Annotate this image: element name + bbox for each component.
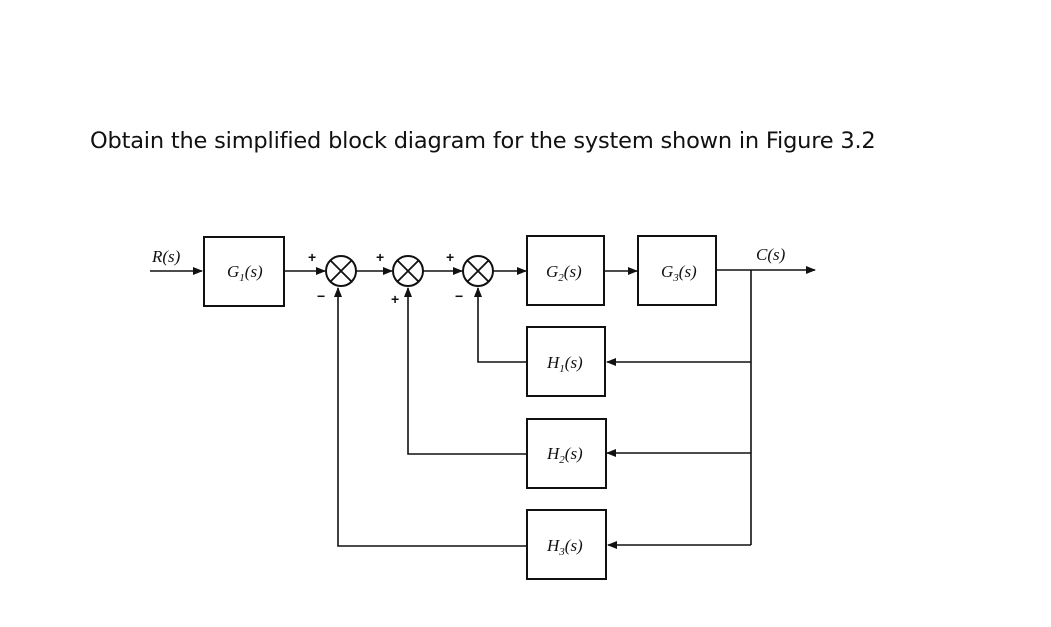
block-g2[interactable]: G2(s) — [526, 235, 605, 306]
feedback-h2 — [404, 287, 527, 455]
svg-text:H3(s): H3(s) — [546, 536, 583, 558]
svg-text:H1(s): H1(s) — [546, 353, 583, 375]
input-label: R(s) — [151, 247, 181, 266]
sum3-bottom-sign: − — [455, 288, 463, 304]
block-h2[interactable]: H2(s) — [526, 418, 607, 489]
sum2-top-sign: + — [376, 249, 384, 265]
summing-junction-3[interactable] — [462, 255, 494, 287]
sum1-top-sign: + — [308, 249, 316, 265]
feedback-h1 — [474, 287, 527, 363]
block-g1[interactable]: G1(s) — [203, 236, 285, 307]
block-h3[interactable]: H3(s) — [526, 509, 607, 580]
svg-text:G1(s): G1(s) — [227, 262, 263, 284]
sum1-bottom-sign: − — [317, 288, 325, 304]
question-text: Obtain the simplified block diagram for … — [90, 128, 876, 154]
feedback-h3 — [334, 287, 527, 547]
summing-junction-2[interactable] — [392, 255, 424, 287]
summing-junction-1[interactable] — [325, 255, 357, 287]
sum3-top-sign: + — [446, 249, 454, 265]
sum2-bottom-sign: + — [391, 291, 399, 307]
svg-text:G3(s): G3(s) — [661, 262, 697, 284]
svg-text:G2(s): G2(s) — [546, 262, 582, 284]
block-g3[interactable]: G3(s) — [637, 235, 717, 306]
block-h1[interactable]: H1(s) — [526, 326, 606, 397]
output-label: C(s) — [756, 245, 786, 264]
svg-text:H2(s): H2(s) — [546, 444, 583, 466]
